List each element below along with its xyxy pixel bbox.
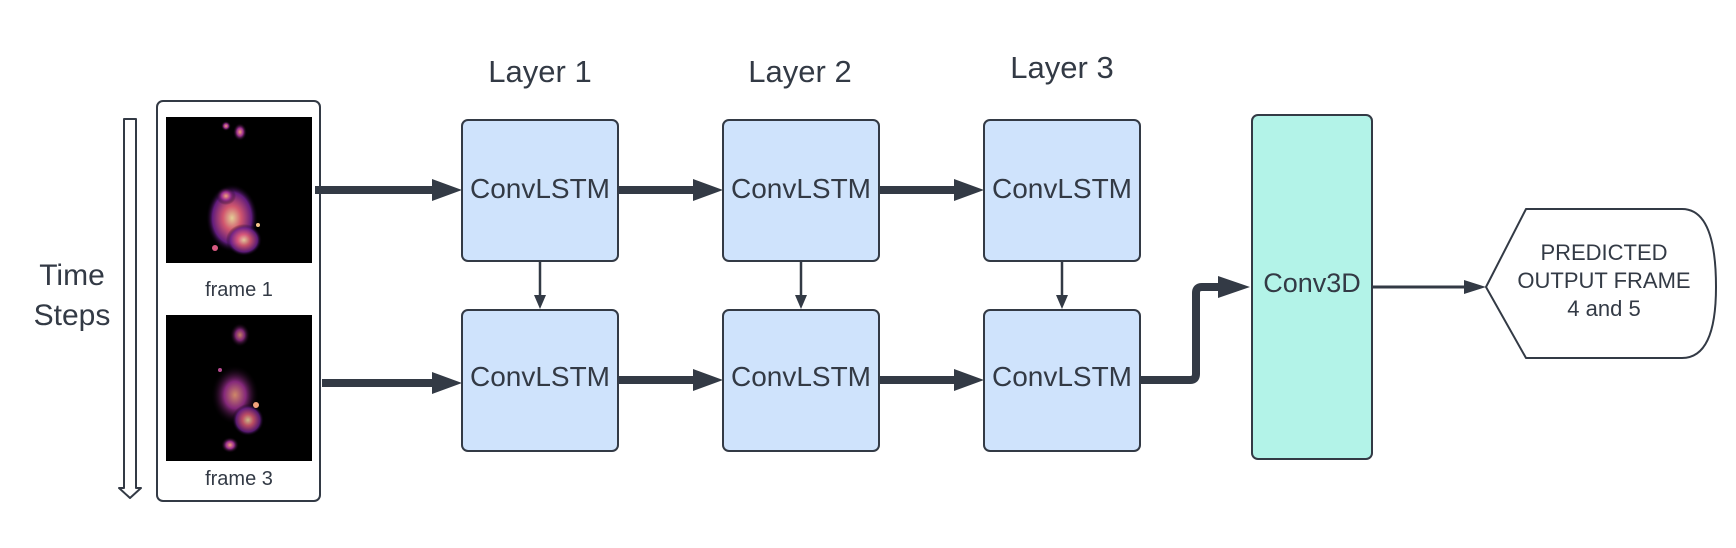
arrow-layer3-down-icon — [1056, 261, 1068, 309]
arrow-l2-to-l3-top-icon — [879, 179, 984, 201]
frame-1-image — [166, 117, 312, 263]
time-axis: Time Steps — [34, 118, 142, 499]
svg-text:ConvLSTM: ConvLSTM — [992, 173, 1132, 204]
arrow-frame3-to-layer1-icon — [322, 372, 462, 394]
output-line1: PREDICTED — [1540, 240, 1667, 265]
svg-text:ConvLSTM: ConvLSTM — [731, 173, 871, 204]
layer-2-title: Layer 2 — [748, 54, 851, 89]
arrow-frame1-to-layer1-icon — [315, 179, 462, 201]
convlstm-layer-2-top: ConvLSTM — [722, 119, 880, 262]
arrow-layer1-down-icon — [534, 261, 546, 309]
frame-3-image — [166, 315, 312, 461]
arrow-layer2-down-icon — [795, 261, 807, 309]
output-line2: OUTPUT FRAME — [1517, 268, 1690, 293]
output-line3: 4 and 5 — [1567, 296, 1640, 321]
layer-3-title: Layer 3 — [1010, 50, 1113, 85]
svg-text:ConvLSTM: ConvLSTM — [470, 361, 610, 392]
layer-1-title: Layer 1 — [488, 54, 591, 89]
time-label-line1: Time — [39, 259, 105, 292]
arrow-l3-to-conv3d-icon — [1140, 276, 1250, 384]
frame-3-label: frame 3 — [205, 468, 273, 490]
output-frame-node: PREDICTED OUTPUT FRAME 4 and 5 — [1485, 208, 1717, 359]
arrow-l2-to-l3-bottom-icon — [879, 369, 984, 391]
convlstm-layer-1-bottom: ConvLSTM — [461, 309, 619, 452]
svg-text:ConvLSTM: ConvLSTM — [731, 361, 871, 392]
convlstm-layer-2-bottom: ConvLSTM — [722, 309, 880, 452]
thick-arrows — [315, 179, 1250, 394]
convlstm-layer-1-top: ConvLSTM — [461, 119, 619, 262]
conv3d-block: Conv3D — [1251, 114, 1373, 460]
svg-text:ConvLSTM: ConvLSTM — [992, 361, 1132, 392]
input-frames: frame 1 frame 3 — [156, 100, 321, 502]
frame-1-label: frame 1 — [205, 279, 273, 301]
arrow-l1-to-l2-bottom-icon — [618, 369, 723, 391]
convlstm-layer-3-top: ConvLSTM — [983, 119, 1141, 262]
time-label-line2: Steps — [34, 299, 111, 332]
time-arrow-icon — [118, 118, 142, 499]
conv3d-label: Conv3D — [1263, 268, 1361, 298]
vertical-arrows — [534, 261, 1068, 309]
svg-text:ConvLSTM: ConvLSTM — [470, 173, 610, 204]
arrow-conv3d-to-output-icon — [1372, 280, 1486, 294]
convlstm-layer-3-bottom: ConvLSTM — [983, 309, 1141, 452]
arrow-l1-to-l2-top-icon — [618, 179, 723, 201]
